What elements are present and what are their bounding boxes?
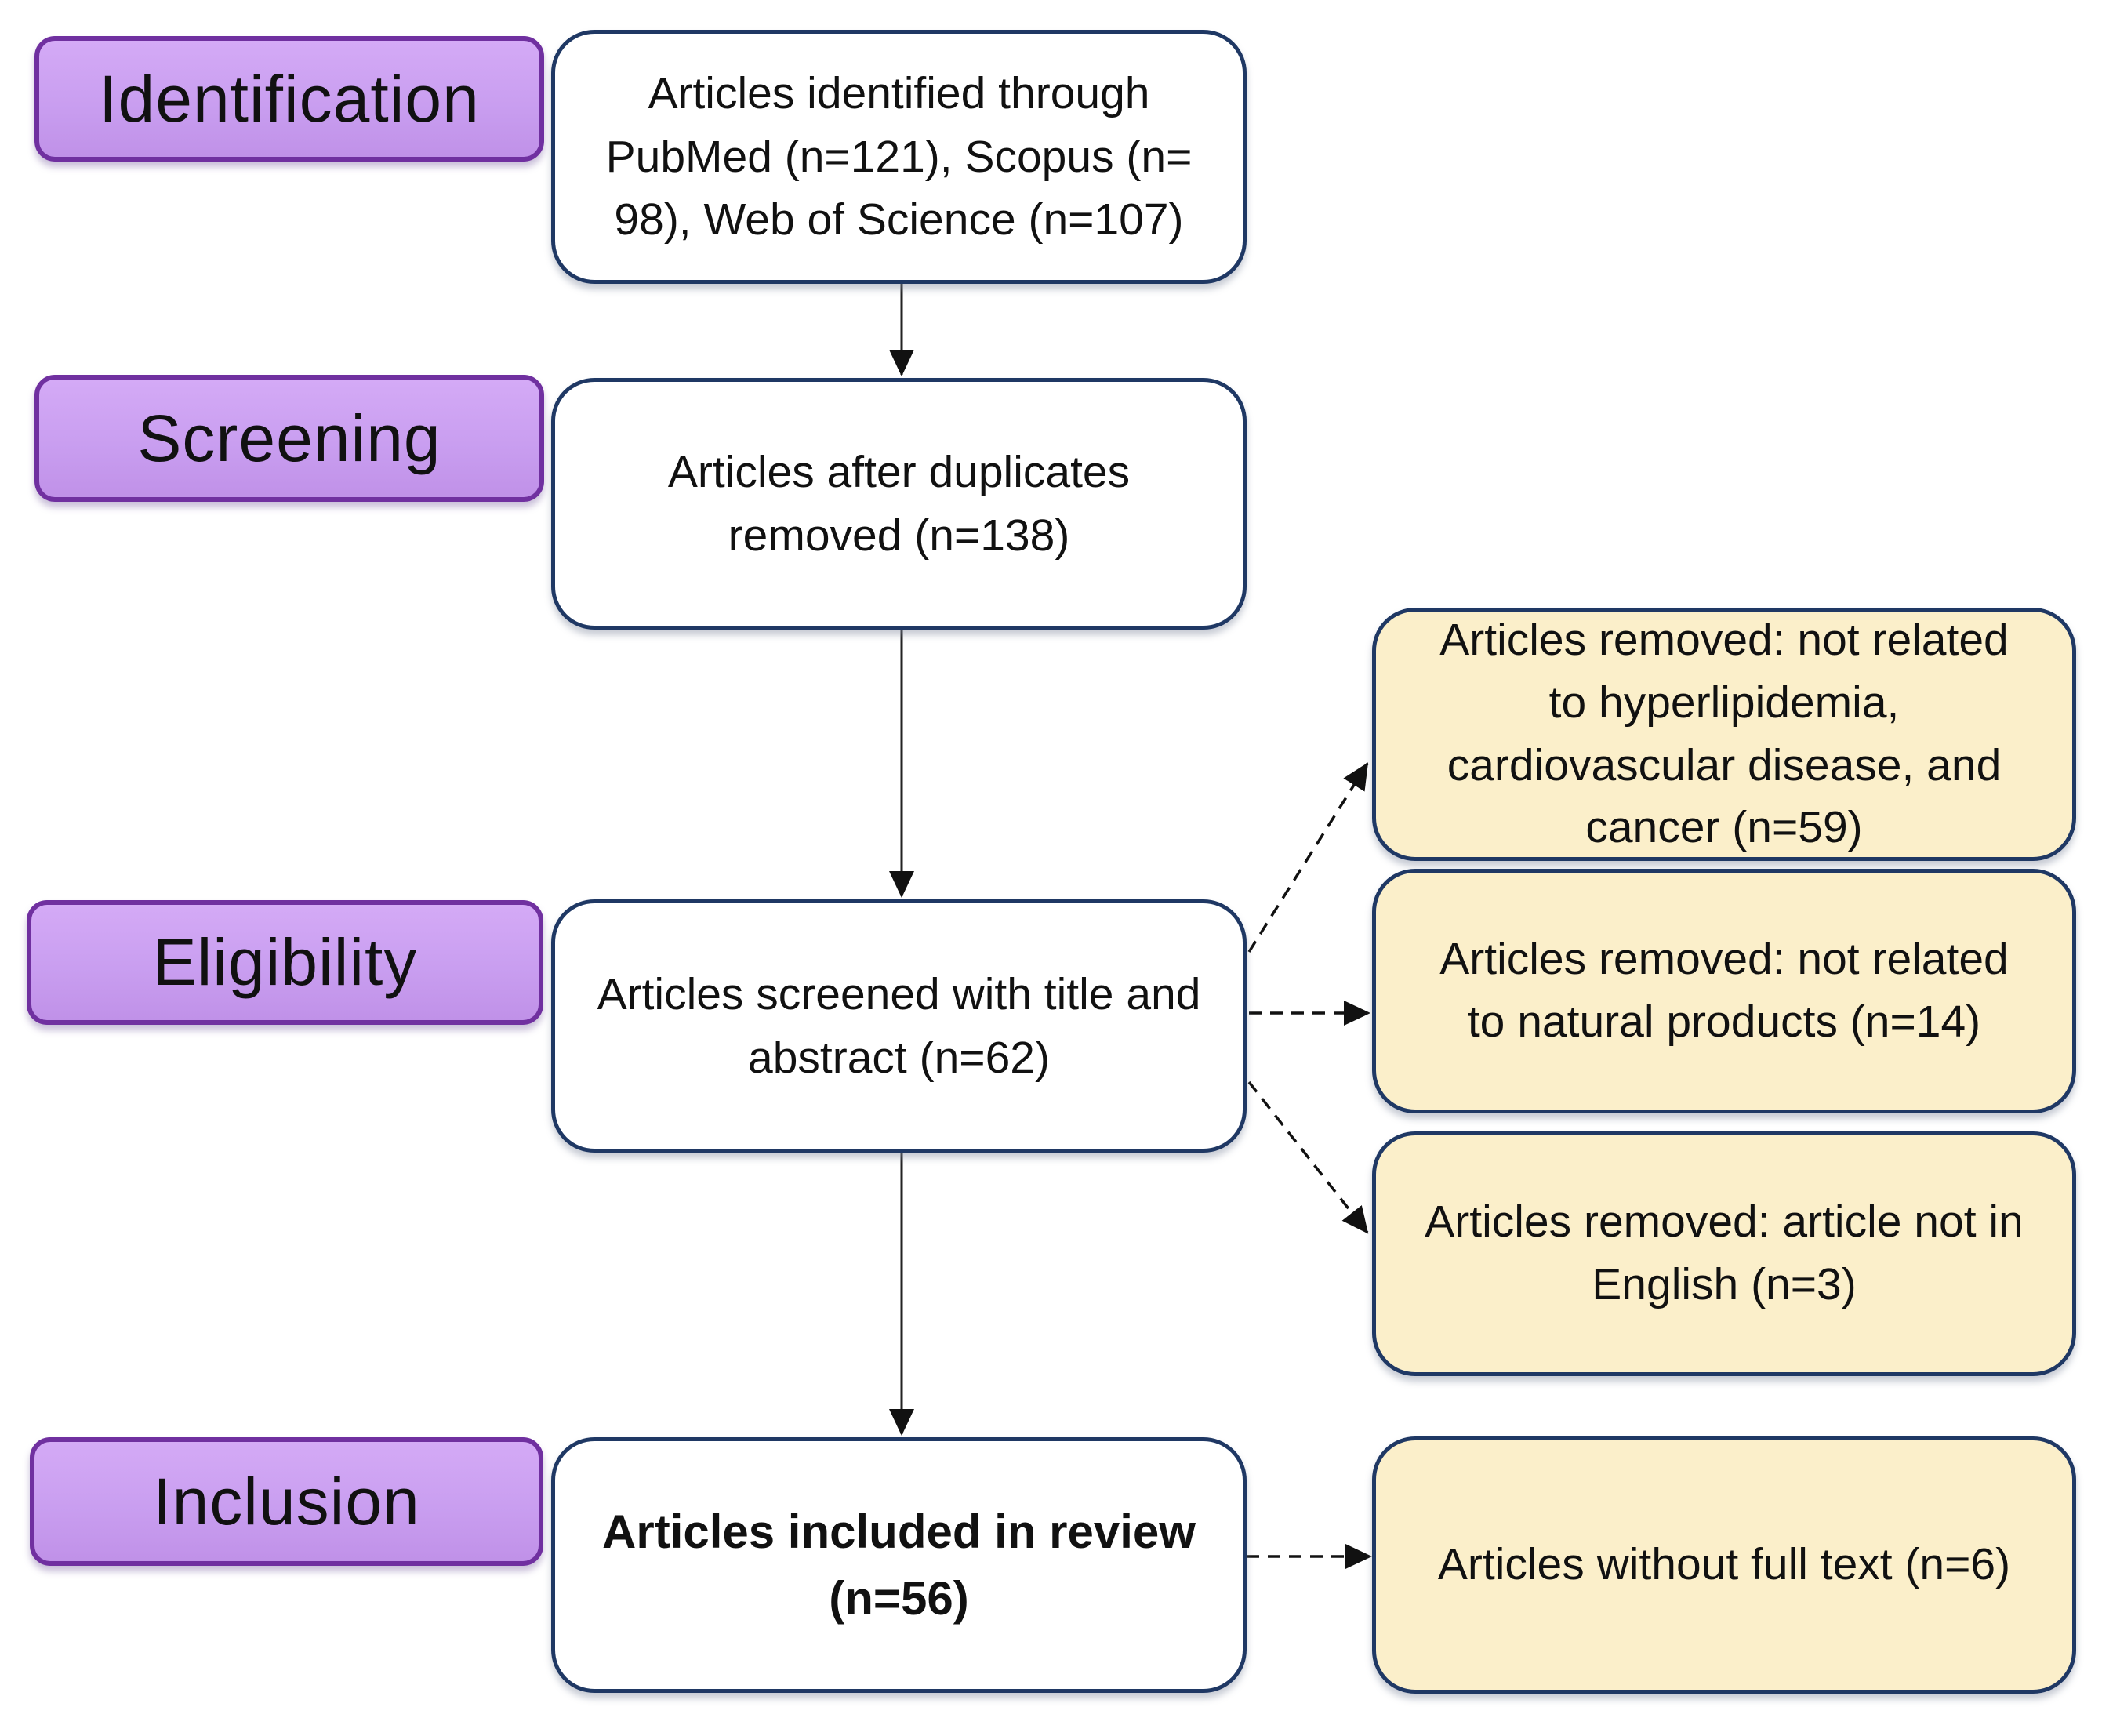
stage-label-screening: Screening bbox=[34, 375, 544, 502]
exclusion-box-not-related-disease: Articles removed: not related to hyperli… bbox=[1372, 608, 2076, 861]
process-box-text: Articles included in review (n=56) bbox=[602, 1505, 1196, 1625]
process-box-text: Articles after duplicates removed (n=138… bbox=[667, 446, 1131, 561]
exclusion-box-no-full-text: Articles without full text (n=6) bbox=[1372, 1436, 2076, 1694]
exclusion-box-text: Articles without full text (n=6) bbox=[1437, 1539, 2011, 1590]
stage-label-inclusion: Inclusion bbox=[30, 1437, 543, 1566]
arrow-screened-to-excl-english bbox=[1247, 1080, 1369, 1234]
process-box-included-in-review: Articles included in review (n=56) bbox=[551, 1437, 1247, 1693]
exclusion-box-text: Articles removed: not related to natural… bbox=[1439, 934, 2009, 1047]
stage-label-text: Inclusion bbox=[153, 1464, 420, 1538]
process-box-text: Articles screened with title and abstrac… bbox=[597, 968, 1201, 1083]
stage-label-text: Screening bbox=[137, 401, 441, 475]
exclusion-box-text: Articles removed: not related to hyperli… bbox=[1439, 614, 2009, 853]
exclusion-box-text: Articles removed: article not in English… bbox=[1425, 1197, 2024, 1309]
stage-label-identification: Identification bbox=[34, 36, 544, 162]
process-box-text: Articles identified through PubMed (n=12… bbox=[605, 67, 1193, 245]
stage-label-eligibility: Eligibility bbox=[27, 900, 543, 1025]
stage-label-text: Eligibility bbox=[152, 925, 418, 999]
stage-label-text: Identification bbox=[99, 61, 480, 136]
process-box-title-abstract-screened: Articles screened with title and abstrac… bbox=[551, 899, 1247, 1153]
exclusion-box-not-english: Articles removed: article not in English… bbox=[1372, 1131, 2076, 1376]
arrow-screened-to-excl-notrelated bbox=[1247, 762, 1369, 953]
process-box-duplicates-removed: Articles after duplicates removed (n=138… bbox=[551, 378, 1247, 630]
process-box-articles-identified: Articles identified through PubMed (n=12… bbox=[551, 30, 1247, 284]
exclusion-box-not-natural-products: Articles removed: not related to natural… bbox=[1372, 869, 2076, 1113]
